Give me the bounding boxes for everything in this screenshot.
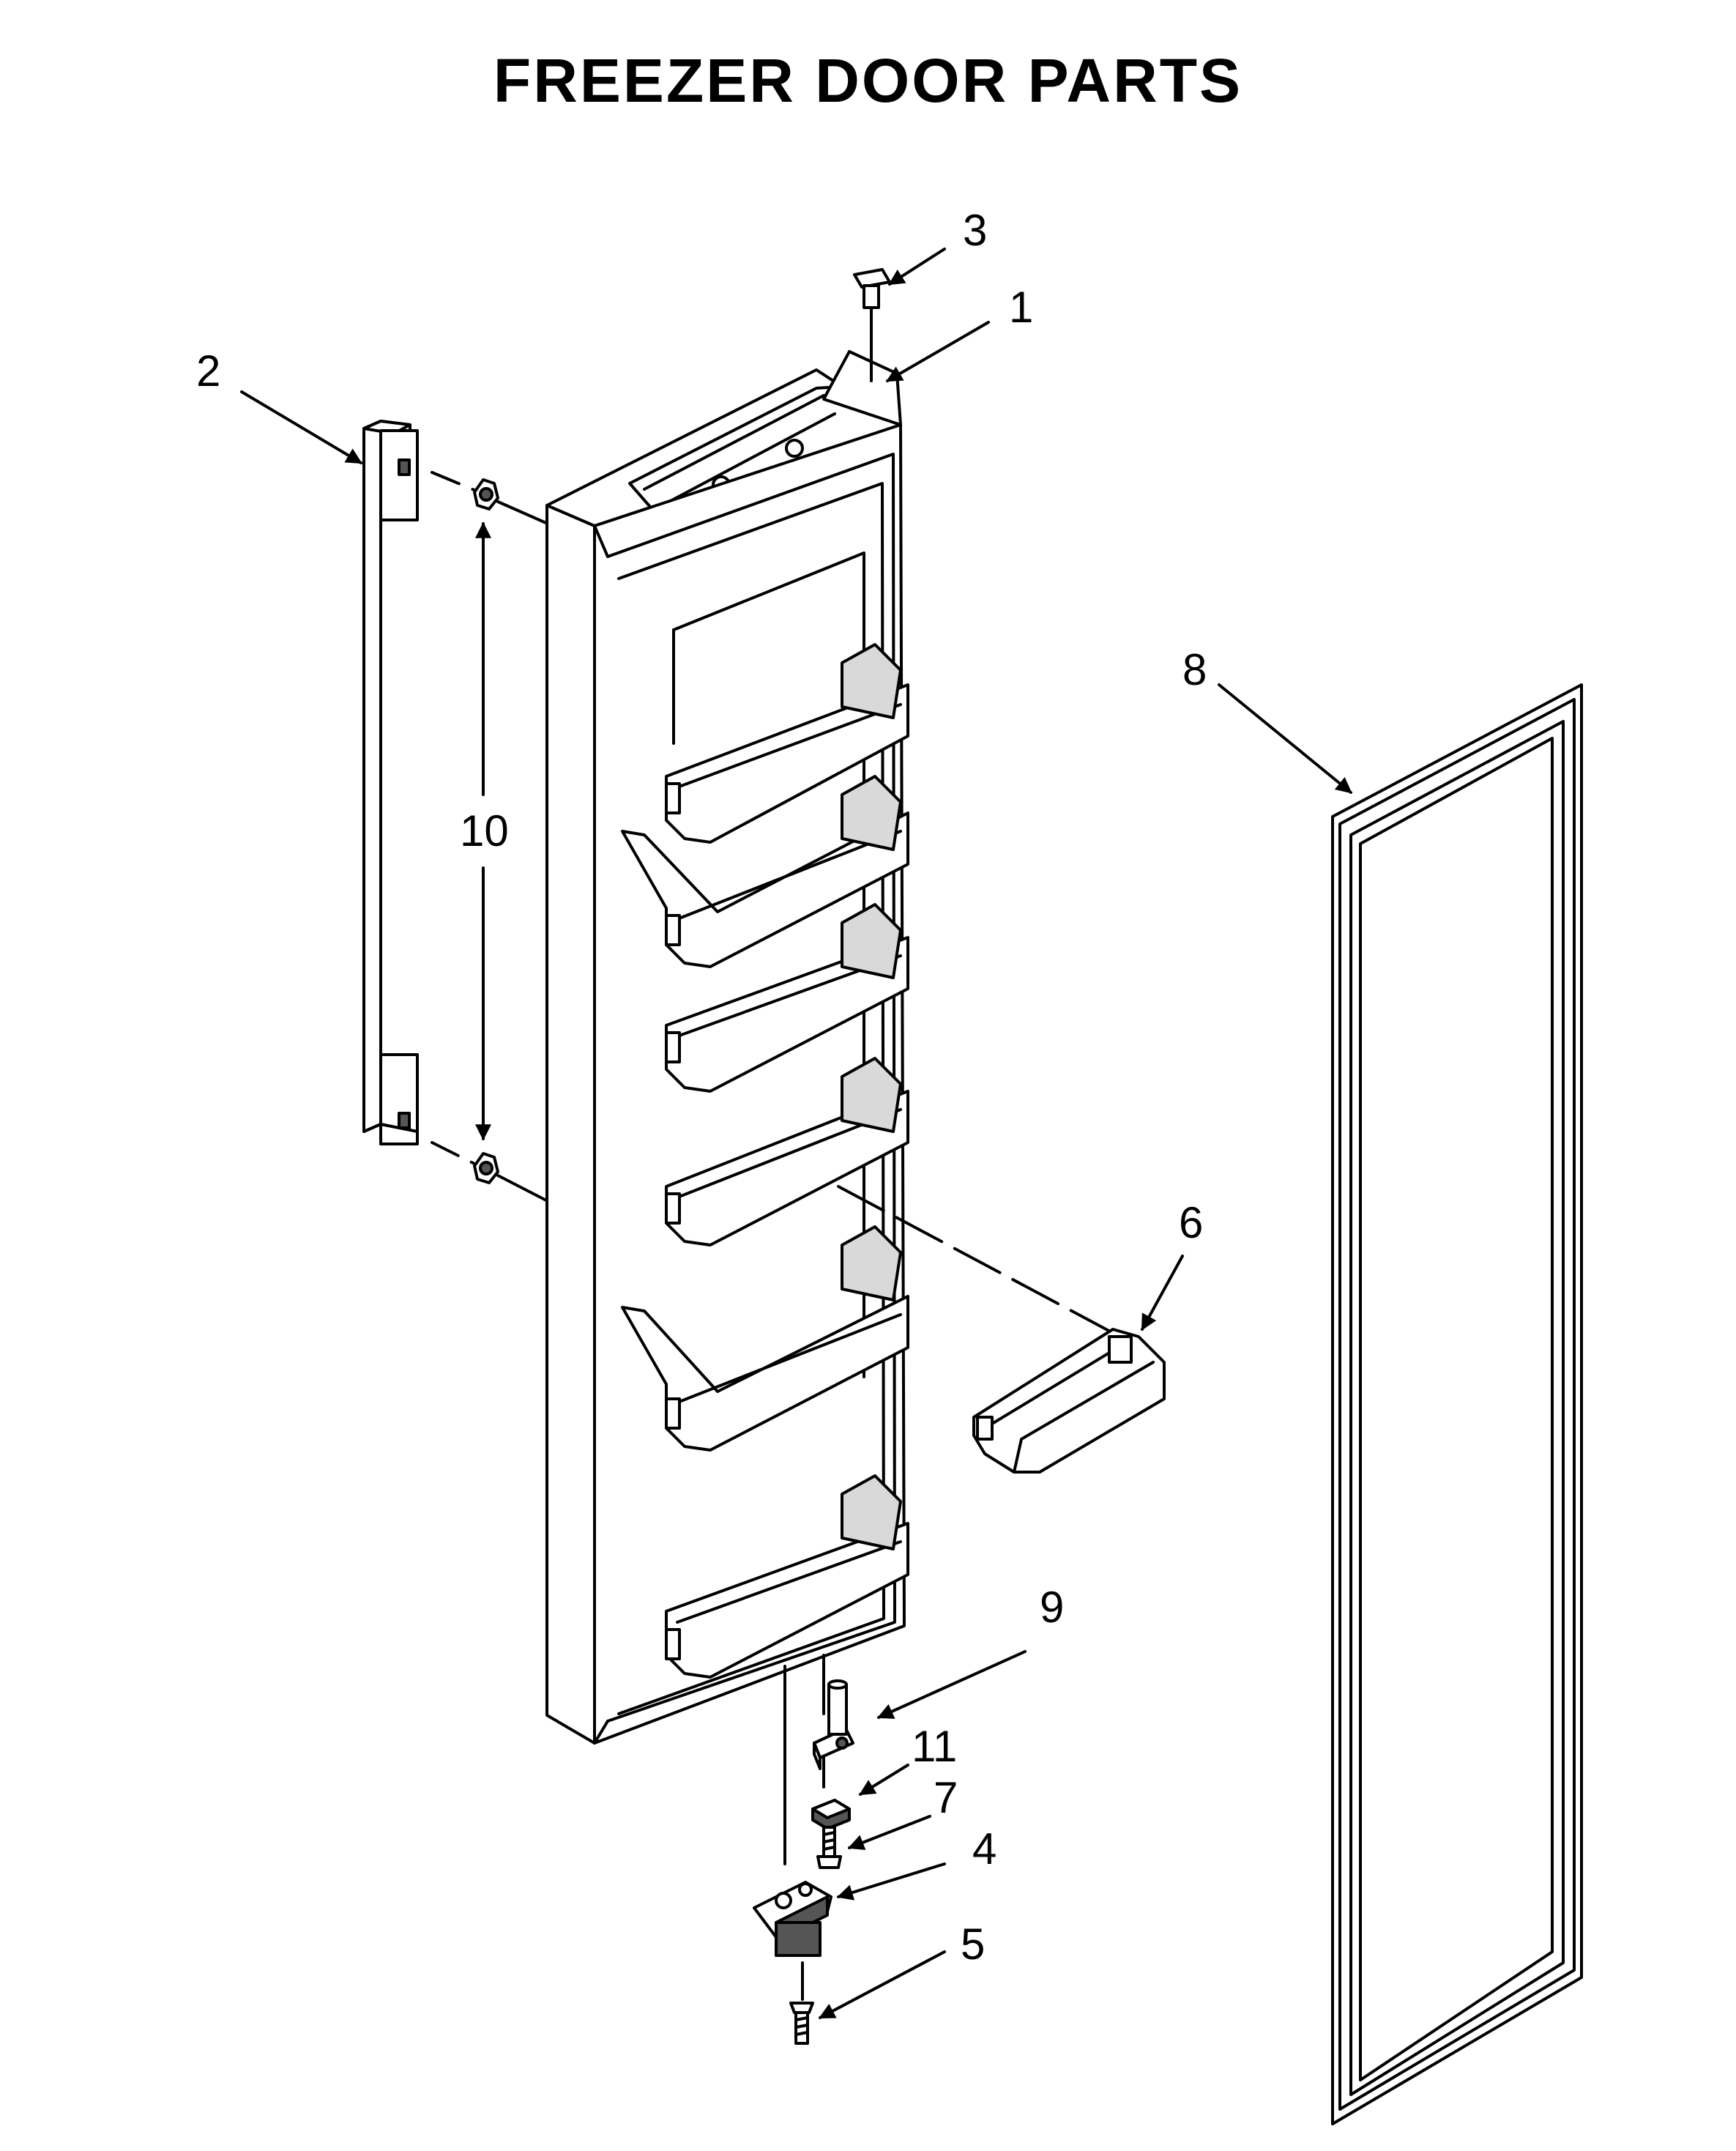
callout-5: 5 <box>961 1920 985 1969</box>
door-handle <box>362 420 419 1145</box>
callout-8: 8 <box>1182 645 1207 694</box>
leader-6 <box>1141 1255 1184 1331</box>
handle-screw-bottom <box>473 1152 499 1184</box>
leader-1 <box>886 321 990 382</box>
door-shelf-2 <box>621 775 909 968</box>
leader-4 <box>836 1862 946 1901</box>
leader-5 <box>819 1950 946 2019</box>
bottom-hinge <box>753 1881 832 1957</box>
leader-7 <box>847 1815 931 1851</box>
handle-screw-top <box>473 478 499 510</box>
leader-2 <box>240 390 362 464</box>
door-bin <box>972 1328 1166 1474</box>
leader-8 <box>1218 683 1352 794</box>
callout-1: 1 <box>1009 283 1033 332</box>
hinge-pin <box>813 1679 854 1770</box>
callout-2: 2 <box>196 346 220 395</box>
callout-6: 6 <box>1179 1198 1203 1247</box>
callout-3: 3 <box>963 206 987 255</box>
callout-7: 7 <box>934 1773 958 1822</box>
leader-9 <box>876 1650 1027 1719</box>
callout-9: 9 <box>1040 1583 1064 1632</box>
diagram-title: FREEZER DOOR PARTS <box>493 46 1243 115</box>
callout-4: 4 <box>972 1824 996 1873</box>
top-hinge-cap <box>853 268 891 382</box>
leader-3 <box>888 248 946 286</box>
bottom-screw <box>789 2002 814 2045</box>
door-shelf-5 <box>621 1225 909 1452</box>
leader-11 <box>859 1764 909 1796</box>
hinge-shim <box>811 1799 851 1830</box>
hinge-screw <box>816 1826 842 1869</box>
callout-10: 10 <box>460 806 509 855</box>
door-shelf-6 <box>665 1474 909 1679</box>
door-shelf-1 <box>665 643 909 844</box>
door-shelf-3 <box>665 903 909 1093</box>
door-gasket <box>1331 683 1583 2125</box>
callout-11: 11 <box>912 1722 957 1771</box>
door-shelf-4 <box>665 1057 909 1247</box>
